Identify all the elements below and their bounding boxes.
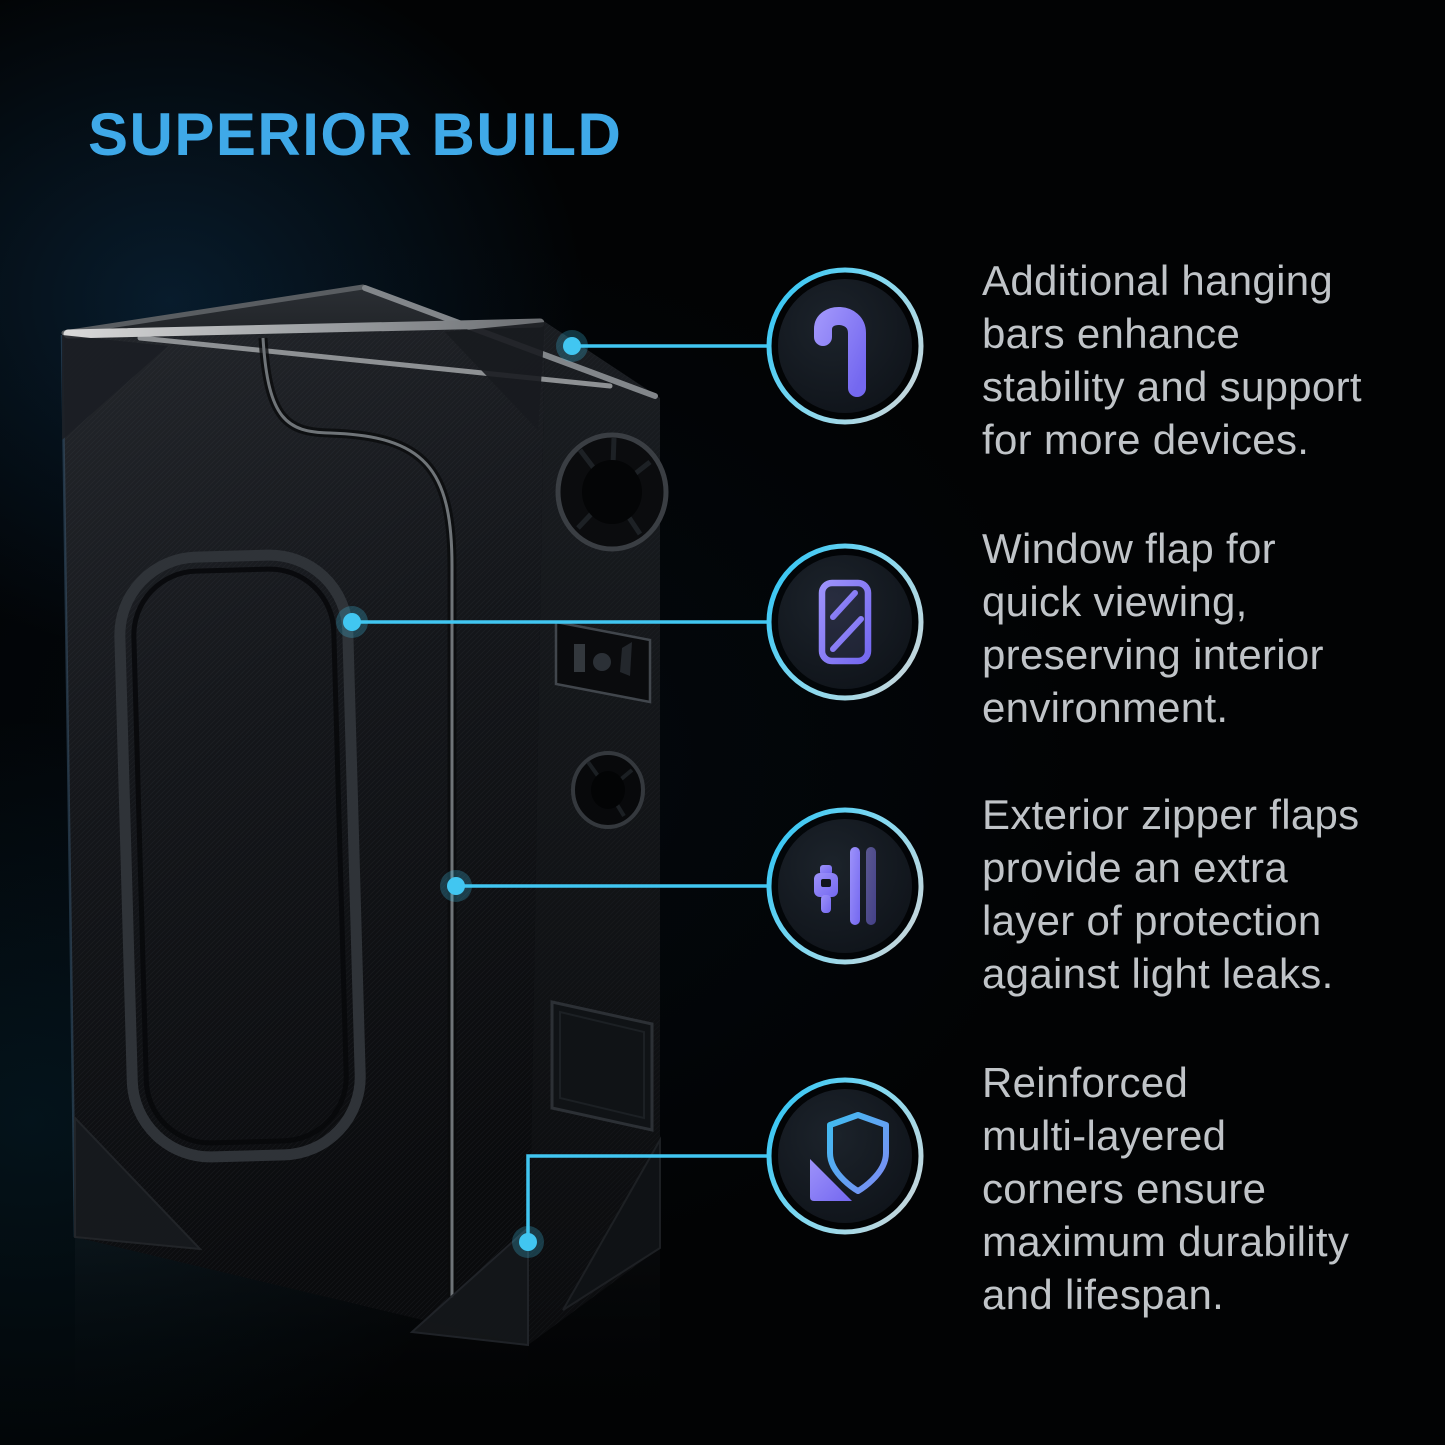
feature-line: Reinforced	[982, 1059, 1189, 1106]
feature-line: quick viewing,	[982, 578, 1248, 625]
tent-door-window	[114, 549, 366, 1163]
feature-line: bars enhance	[982, 310, 1241, 357]
feature-line: Exterior zipper flaps	[982, 791, 1360, 838]
feature-line: multi-layered	[982, 1112, 1227, 1159]
tent-body	[60, 285, 660, 1345]
feature-badge-hanging-bars	[760, 261, 930, 431]
callout-dot-1	[563, 337, 581, 355]
feature-badge-zipper	[760, 801, 930, 971]
feature-line: Additional hanging	[982, 257, 1334, 304]
feature-text-zipper: Exterior zipper flaps provide an extra l…	[982, 788, 1442, 1000]
duct-port-top	[555, 432, 669, 552]
feature-line: environment.	[982, 684, 1229, 731]
duct-port-lower	[571, 751, 645, 829]
feature-line: maximum durability	[982, 1218, 1350, 1265]
callout-dots	[336, 330, 588, 1258]
tent-door-zipper	[258, 337, 457, 1298]
feature-badge-corners	[760, 1071, 930, 1241]
feature-line: against light leaks.	[982, 950, 1334, 997]
floor-reflection	[75, 1237, 660, 1445]
feature-badge-window-flap	[760, 537, 930, 707]
feature-line: Window flap for	[982, 525, 1276, 572]
callout-dot-2	[343, 613, 361, 631]
callout-lines	[352, 344, 768, 1242]
reinforced-corner-patches	[62, 322, 661, 1347]
feature-line: stability and support	[982, 363, 1362, 410]
accessory-window	[554, 620, 652, 704]
feature-text-window-flap: Window flap for quick viewing, preservin…	[982, 522, 1442, 734]
window-flap-icon	[766, 543, 924, 701]
corner-shield-icon	[766, 1077, 924, 1235]
callout-dot-4	[519, 1233, 537, 1251]
feature-line: for more devices.	[982, 416, 1310, 463]
feature-line: layer of protection	[982, 897, 1322, 944]
bottom-vent	[550, 1000, 654, 1132]
hanging-hook-icon	[766, 267, 924, 425]
feature-line: provide an extra	[982, 844, 1288, 891]
page-title: SUPERIOR BUILD	[88, 101, 623, 168]
feature-line: preserving interior	[982, 631, 1324, 678]
callout-dot-3	[447, 877, 465, 895]
callout-line-corners	[526, 1154, 768, 1242]
zipper-icon	[766, 807, 924, 965]
feature-text-corners: Reinforced multi-layered corners ensure …	[982, 1056, 1442, 1321]
feature-line: corners ensure	[982, 1165, 1267, 1212]
feature-text-hanging-bars: Additional hanging bars enhance stabilit…	[982, 254, 1442, 466]
feature-line: and lifespan.	[982, 1271, 1225, 1318]
